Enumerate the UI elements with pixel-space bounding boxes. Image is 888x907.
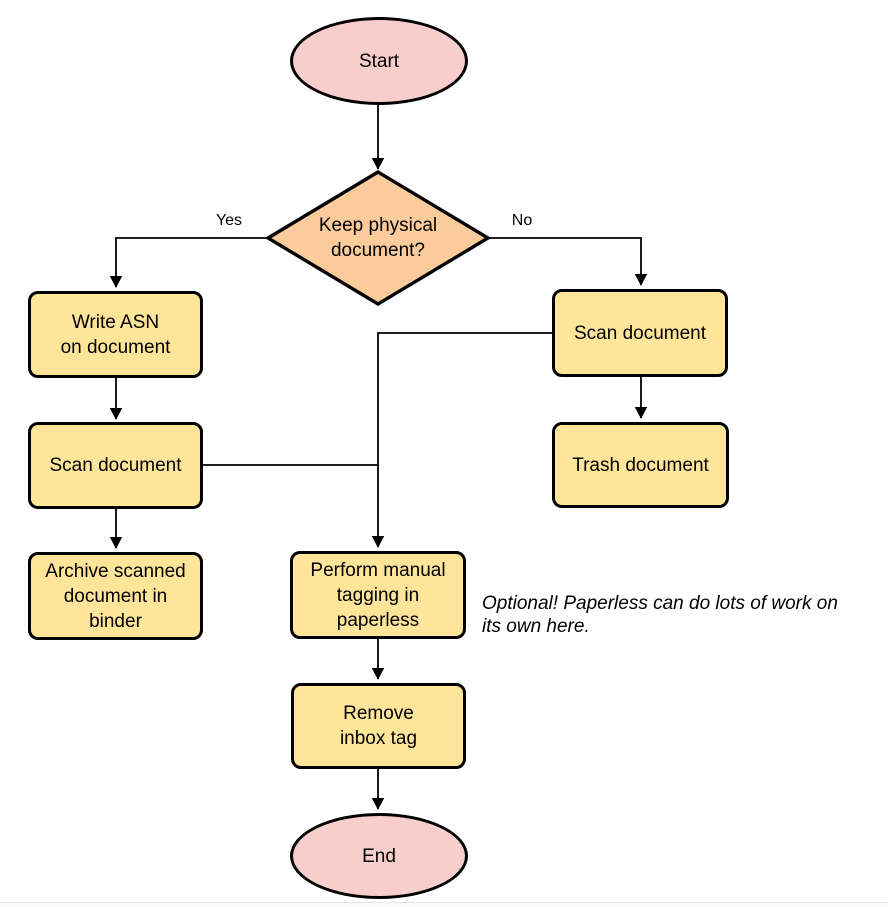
node-scan-document-right: Scan document [552, 289, 728, 377]
decision-diamond-shape [264, 170, 492, 306]
edge-scan-right-to-tagging [371, 332, 552, 548]
annotation-optional-note: Optional! Paperless can do lots of work … [482, 593, 838, 637]
node-trash-document: Trash document [552, 422, 729, 508]
node-scan-document-left-label: Scan document [49, 455, 182, 476]
node-end: End [290, 813, 468, 899]
node-end-label: End [362, 845, 396, 867]
edge-decision-no-to-scan-right [488, 237, 648, 286]
node-decision-label: Keep physical document? [318, 215, 438, 261]
node-decision: Keep physical document? [283, 209, 473, 267]
edge-label-yes: Yes [215, 212, 243, 229]
node-scan-document-left: Scan document [28, 422, 203, 509]
node-manual-tagging: Perform manual tagging in paperless [290, 551, 466, 639]
edge-decision-yes-to-write-asn [109, 237, 268, 288]
node-scan-document-right-label: Scan document [573, 322, 707, 344]
edge-label-no: No [511, 212, 533, 229]
node-remove-inbox-tag: Remove inbox tag [291, 683, 466, 769]
node-write-asn-label: Write ASN on document [60, 311, 171, 358]
node-start-label: Start [358, 50, 400, 72]
node-start: Start [290, 17, 468, 105]
node-trash-document-label: Trash document [572, 454, 709, 476]
bottom-margin [0, 903, 888, 907]
node-archive-binder: Archive scanned document in binder [28, 552, 203, 640]
node-remove-inbox-tag-label: Remove inbox tag [339, 703, 418, 749]
node-manual-tagging-label: Perform manual tagging in paperless [310, 559, 446, 631]
bottom-divider [0, 902, 888, 903]
node-archive-binder-label: Archive scanned document in binder [45, 560, 186, 632]
node-write-asn: Write ASN on document [28, 291, 203, 378]
